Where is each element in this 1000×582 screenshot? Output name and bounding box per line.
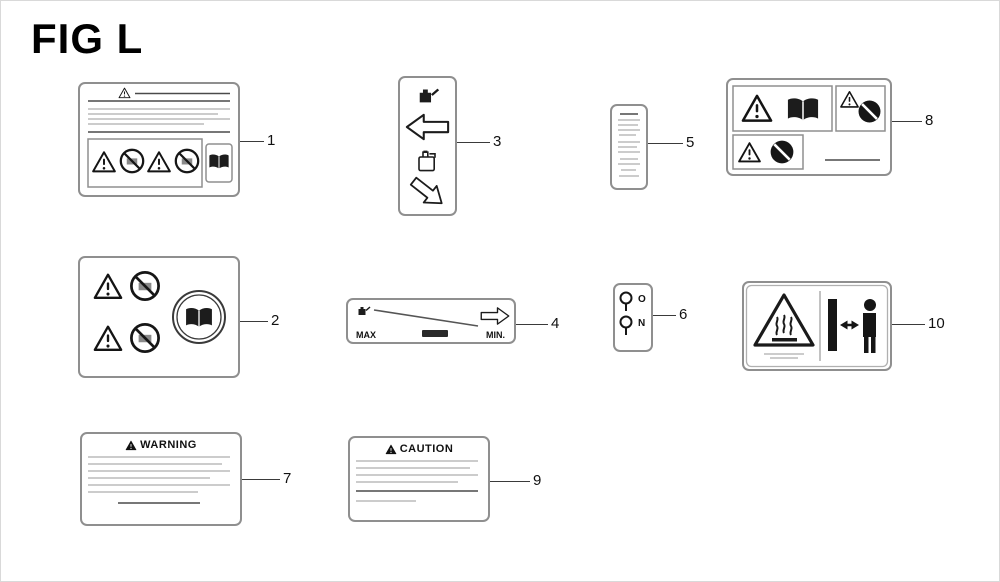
max-label: MAX — [356, 330, 376, 340]
prohibition-icon — [130, 271, 160, 301]
prohibition-icon — [857, 99, 882, 124]
callout-3: 3 — [493, 133, 502, 150]
leader-line-10 — [892, 324, 925, 325]
decal-6: O N — [613, 283, 653, 352]
leader-line-7 — [242, 479, 280, 480]
arrow-left-head-icon — [840, 320, 848, 330]
warning-header: WARNING — [82, 434, 240, 451]
decal-9-textlines — [356, 460, 478, 502]
callout-5: 5 — [686, 134, 695, 151]
warning-triangle-icon — [147, 151, 171, 173]
decal-2-artwork — [93, 271, 226, 353]
decal-8 — [726, 78, 892, 176]
arrow-right-icon — [480, 307, 510, 325]
decal-1 — [78, 82, 240, 197]
arrow-left-icon — [405, 113, 450, 141]
read-manual-icon — [787, 97, 819, 122]
decal-3-artwork — [405, 88, 450, 213]
leader-line-1 — [240, 141, 264, 142]
fuel-jug-icon — [418, 149, 436, 172]
decal-9: CAUTION — [348, 436, 490, 522]
decal-5-artwork — [618, 113, 640, 177]
oil-can-icon — [419, 88, 440, 103]
wall-bar-icon — [828, 299, 837, 351]
decal-2 — [78, 256, 240, 378]
callout-10: 10 — [928, 315, 945, 332]
callout-9: 9 — [533, 472, 542, 489]
arrow-down-right-icon — [406, 171, 450, 213]
switch-position-icon — [619, 315, 633, 329]
callout-2: 2 — [271, 312, 280, 329]
decal-7: WARNING — [80, 432, 242, 526]
warning-triangle-icon — [93, 325, 123, 352]
leader-line-9 — [490, 481, 530, 482]
warning-triangle-icon — [385, 444, 397, 455]
leader-line-2 — [240, 321, 268, 322]
warning-header-text: WARNING — [140, 439, 197, 451]
caution-header: CAUTION — [350, 438, 488, 455]
prohibition-icon — [130, 323, 160, 353]
warning-triangle-icon — [118, 87, 131, 99]
warning-triangle-icon — [93, 273, 123, 300]
person-silhouette-icon — [863, 299, 876, 353]
warning-triangle-icon — [840, 90, 859, 108]
prohibition-icon — [769, 139, 795, 165]
caution-header-text: CAUTION — [399, 443, 454, 455]
decal-4-artwork: MAX MIN. — [356, 306, 510, 340]
leader-line-4 — [516, 324, 548, 325]
decal-3 — [398, 76, 457, 216]
read-manual-icon — [208, 154, 230, 170]
position-letter-bottom: N — [638, 318, 645, 329]
decal-4: MAX MIN. — [346, 298, 516, 344]
warning-triangle-icon — [125, 440, 137, 451]
warning-triangle-icon — [741, 94, 773, 122]
decal-8-artwork — [732, 85, 886, 170]
callout-6: 6 — [679, 306, 688, 323]
arrow-right-head-icon — [851, 320, 859, 330]
read-manual-icon — [185, 307, 213, 328]
warning-triangle-icon — [738, 142, 761, 163]
position-letter-top: O — [638, 294, 646, 305]
leader-line-6 — [653, 315, 676, 316]
leader-line-3 — [457, 142, 490, 143]
prohibition-icon — [119, 148, 145, 174]
callout-8: 8 — [925, 112, 934, 129]
callout-1: 1 — [267, 132, 276, 149]
min-label: MIN. — [486, 330, 505, 340]
figure-title: FIG L — [31, 15, 144, 62]
switch-position-icon — [619, 291, 633, 305]
decal-10 — [742, 281, 892, 371]
decal-10-artwork — [745, 284, 889, 368]
decal-6-artwork: O N — [619, 291, 646, 335]
decal-7-textlines — [88, 456, 230, 504]
decal-5 — [610, 104, 648, 190]
warning-triangle-icon — [92, 151, 116, 173]
leader-line-8 — [892, 121, 922, 122]
oil-can-icon — [358, 306, 371, 315]
prohibition-icon — [174, 148, 200, 174]
callout-4: 4 — [551, 315, 560, 332]
leader-line-5 — [648, 143, 683, 144]
center-text-smudge — [422, 330, 448, 337]
callout-7: 7 — [283, 470, 292, 487]
decal-1-artwork — [87, 87, 233, 188]
